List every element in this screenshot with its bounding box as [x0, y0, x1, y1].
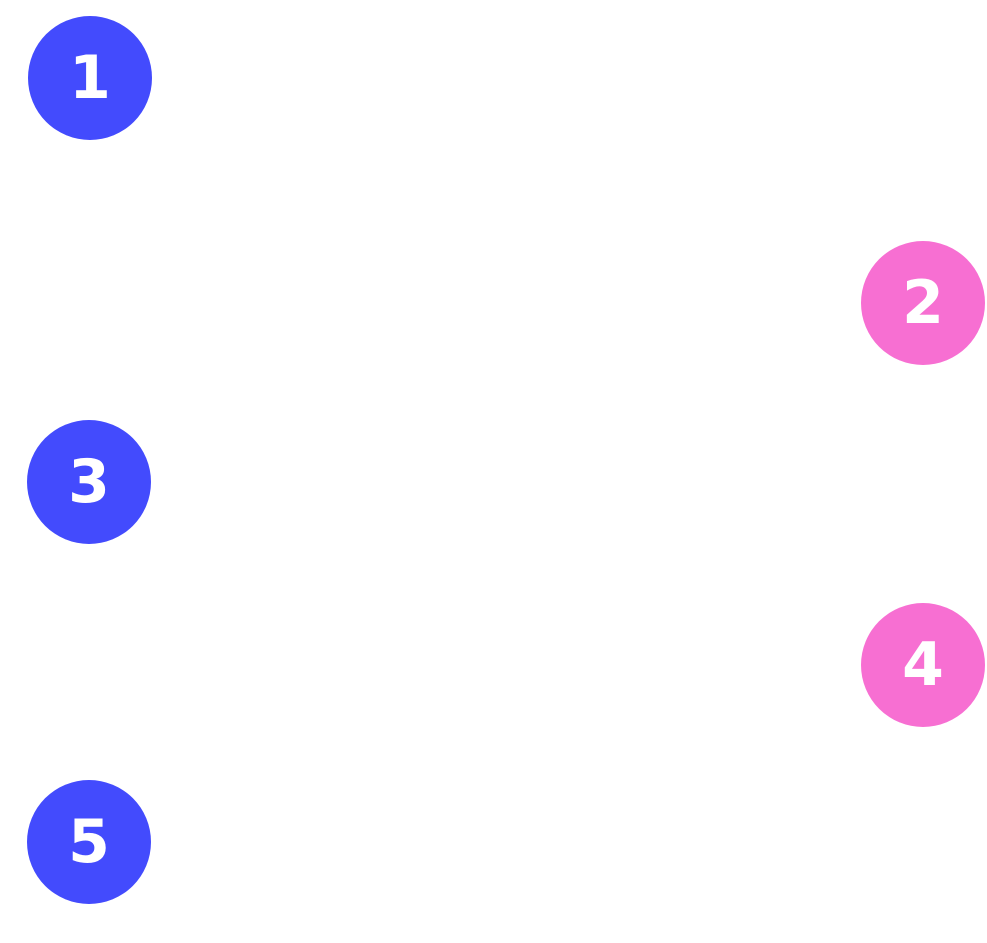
step-badge-2: 2: [861, 241, 985, 365]
step-badge-5: 5: [27, 780, 151, 904]
step-badge-3: 3: [27, 420, 151, 544]
step-badge-1: 1: [28, 16, 152, 140]
step-badge-4: 4: [861, 603, 985, 727]
